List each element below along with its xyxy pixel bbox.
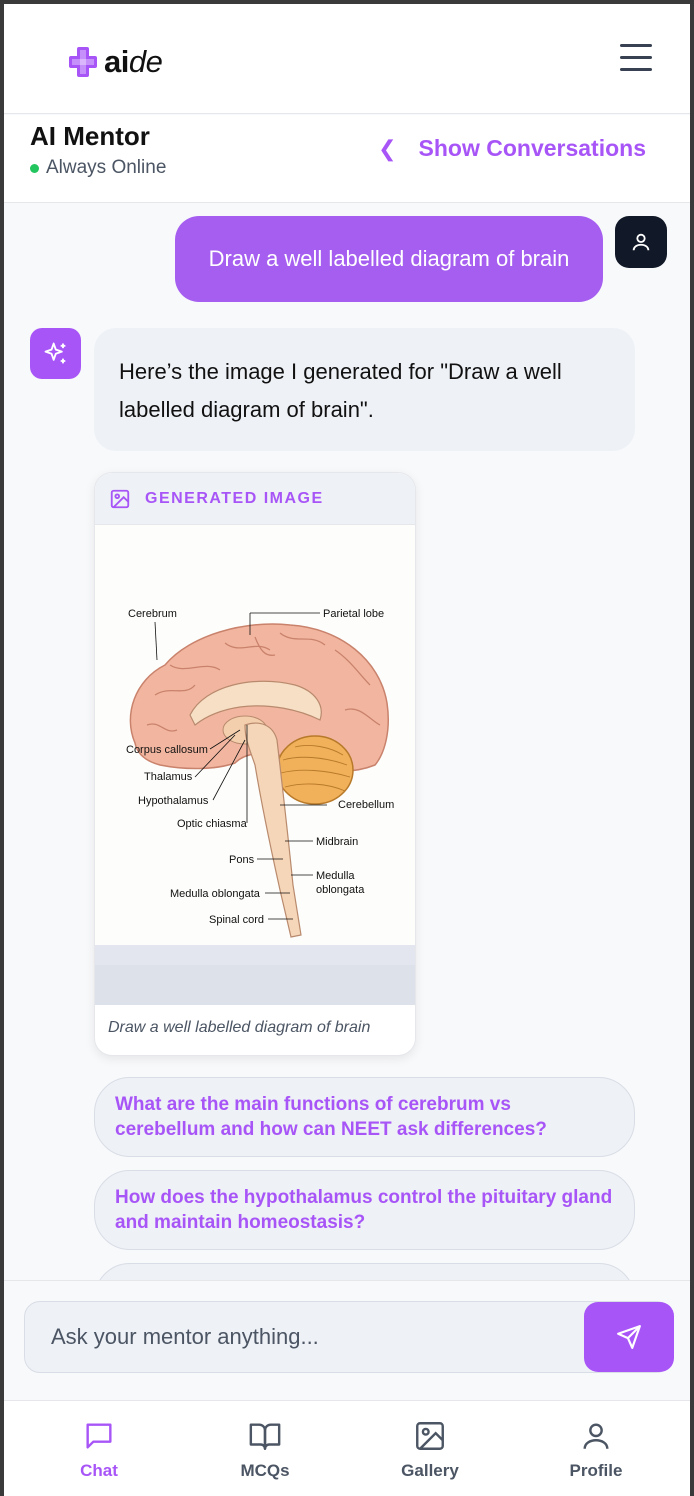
medical-cross-logo-icon [69,47,97,77]
suggestion-chip[interactable]: What are the main functions of cerebrum … [94,1077,635,1157]
user-icon [632,233,650,251]
user-message-bubble: Draw a well labelled diagram of brain [175,216,603,302]
top-bar: aide [4,4,690,114]
label-thalamus: Thalamus [144,771,193,783]
hamburger-line [620,68,652,71]
label-hypothalamus: Hypothalamus [138,795,209,807]
bottom-nav: Chat MCQs Gallery Profile [4,1400,690,1496]
generated-image-caption: Draw a well labelled diagram of brain [108,1019,371,1036]
image-noise-band-lower [95,965,415,1005]
generated-image-card[interactable]: GENERATED IMAGE [94,472,416,1056]
user-avatar [615,216,667,268]
brain-diagram-image[interactable]: Cerebrum Parietal lobe Corpus callosum T… [95,525,415,1005]
online-status: Always Online [30,157,166,179]
mentor-title: AI Mentor [30,121,150,151]
generated-image-label: GENERATED IMAGE [145,489,324,507]
gyri-lines [146,632,381,732]
nav-label-profile: Profile [569,1461,623,1480]
corpus-callosum-shape [189,680,322,726]
send-icon [617,1325,641,1349]
label-corpus-callosum: Corpus callosum [126,744,208,756]
ai-avatar [30,328,81,379]
brainstem-shape [244,722,302,938]
label-spinal-cord: Spinal cord [209,914,264,926]
leader-lines [154,612,327,920]
show-conversations-label: Show Conversations [418,135,646,161]
label-optic-chiasma: Optic chiasma [177,818,248,830]
nav-label-mcqs: MCQs [240,1461,290,1480]
hamburger-line [620,44,652,47]
nav-chat[interactable]: Chat [39,1419,159,1481]
logo-wordmark: aide [104,44,163,79]
show-conversations-button[interactable]: ❮ Show Conversations [378,135,646,162]
generated-image-header: GENERATED IMAGE [95,473,415,525]
sparkle-icon [44,342,65,363]
user-icon [583,1423,609,1449]
nav-label-gallery: Gallery [401,1461,459,1480]
label-medulla-right-2: oblongata [316,884,365,896]
chat-icon [86,1423,112,1449]
hamburger-line [620,56,652,59]
brain-diagram-svg: Cerebrum Parietal lobe Corpus callosum T… [95,608,415,1005]
status-text: Always Online [46,157,167,178]
cerebellum-folia [280,744,351,792]
ai-message-bubble: Here’s the image I generated for "Draw a… [94,328,635,451]
label-cerebellum: Cerebellum [338,799,394,811]
nav-gallery[interactable]: Gallery [370,1419,490,1481]
online-dot-icon [30,163,39,173]
image-icon [416,1422,444,1450]
label-parietal-lobe: Parietal lobe [323,608,384,620]
message-input-box [24,1301,674,1373]
label-medulla-right-1: Medulla [316,870,355,882]
chevron-left-icon: ❮ [378,135,397,161]
suggestion-chip[interactable]: How does the hypothalamus control the pi… [94,1170,635,1250]
label-midbrain: Midbrain [316,836,358,848]
composer [4,1280,690,1398]
nav-profile[interactable]: Profile [536,1419,656,1481]
label-pons: Pons [229,854,255,866]
app-logo[interactable]: aide [68,44,163,80]
book-icon [249,1423,281,1450]
nav-label-chat: Chat [80,1461,118,1480]
send-button[interactable] [584,1302,674,1372]
label-cerebrum: Cerebrum [128,608,177,620]
message-input[interactable] [25,1302,585,1372]
menu-button[interactable] [620,44,652,72]
image-icon [110,489,130,508]
label-medulla-oblongata: Medulla oblongata [170,888,261,900]
nav-mcqs[interactable]: MCQs [205,1419,325,1481]
mentor-header: AI Mentor Always Online ❮ Show Conversat… [4,115,690,203]
